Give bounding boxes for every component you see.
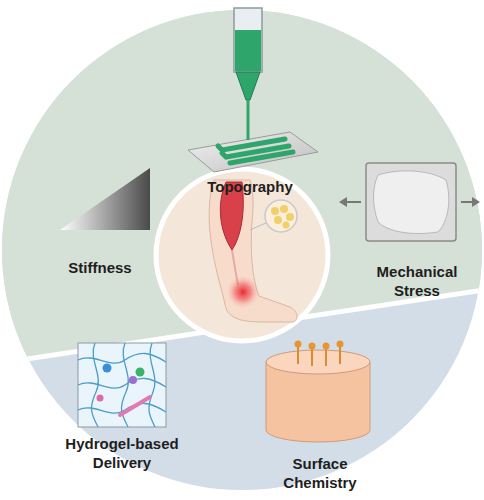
stress-node: Mechanical Stress — [350, 155, 484, 300]
stiffness-node: Stiffness — [30, 165, 170, 277]
hydrogel-mesh-icon — [78, 343, 166, 427]
printing-node: Topography — [185, 8, 315, 196]
node-label: Surface Chemistry — [273, 454, 368, 492]
stiffness-wedge — [60, 168, 150, 230]
node-label: Mechanical Stress — [365, 262, 470, 300]
bioprinter-icon — [188, 8, 318, 172]
node-label: Topography — [185, 177, 315, 196]
surface-node: Surface Chemistry — [255, 338, 385, 492]
stretch-sheet-icon — [339, 163, 480, 241]
leg-illustration — [156, 169, 328, 341]
hydrogel-node: Hydrogel-based Delivery — [52, 338, 192, 472]
surface-cylinder-icon — [266, 341, 370, 443]
node-label: Hydrogel-based Delivery — [55, 434, 190, 472]
node-label: Stiffness — [35, 258, 165, 277]
